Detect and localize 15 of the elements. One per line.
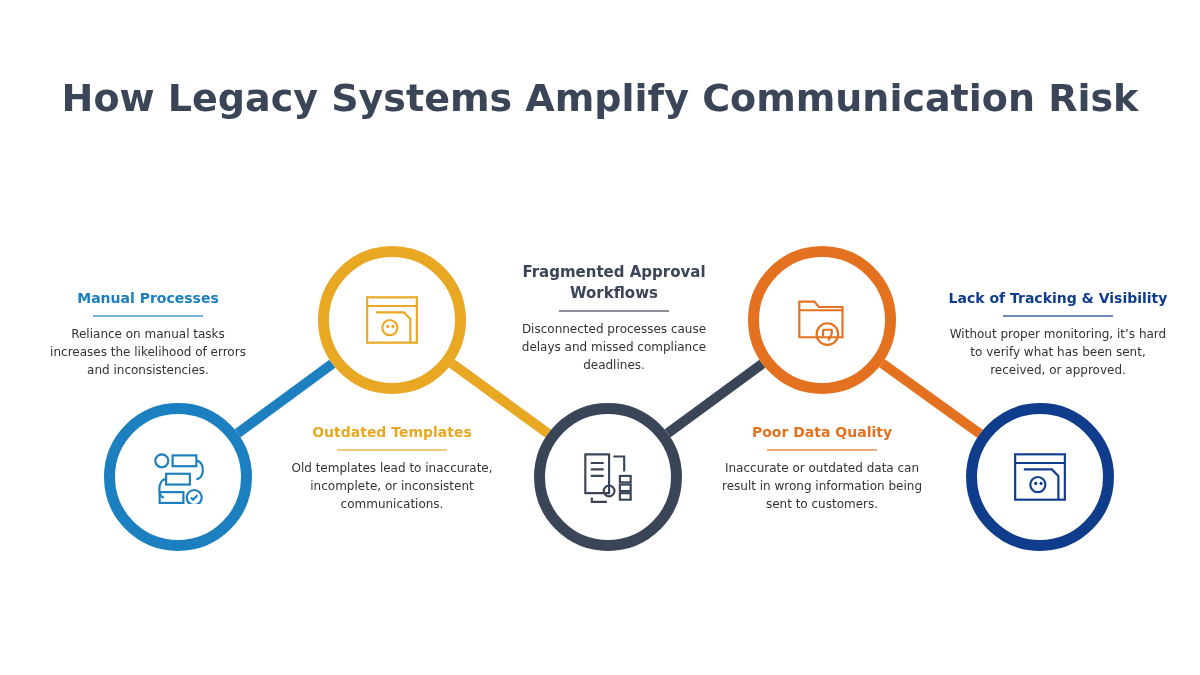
connector-line xyxy=(879,359,983,438)
description: Inaccurate or outdated data can result in wrong information being sent to customers. xyxy=(721,460,923,513)
heading: Manual Processes xyxy=(77,289,219,308)
description: Reliance on manual tasks increases the likelihood of errors and inconsistencies. xyxy=(49,326,247,379)
connector-line xyxy=(234,359,336,438)
connector-line xyxy=(448,359,552,438)
description: Disconnected processes cause delays and missed compliance deadlines. xyxy=(520,321,708,374)
heading: Fragmented Approval Workflows xyxy=(521,262,707,304)
heading: Poor Data Quality xyxy=(751,423,893,442)
heading: Lack of Tracking & Visibility xyxy=(948,289,1168,308)
heading: Outdated Templates xyxy=(312,423,472,442)
description: Old templates lead to inaccurate, incomplete, or inconsistent communications. xyxy=(290,460,494,513)
connector-line xyxy=(664,359,766,438)
description: Without proper monitoring, it’s hard to verify what has been sent, received, or approved. xyxy=(948,326,1168,379)
title: How Legacy Systems Amplify Communication Risk xyxy=(60,76,1140,120)
